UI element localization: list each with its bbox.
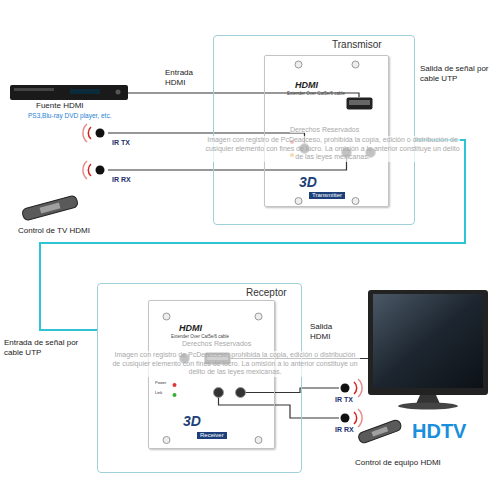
transmitter-plate-parts	[290, 61, 376, 205]
panel-heading: Receptor	[246, 287, 287, 299]
signal-name: IR TX	[112, 139, 130, 146]
utp-cable	[40, 140, 465, 330]
led-label: Link	[155, 391, 162, 396]
disc-tray	[14, 88, 54, 91]
remote-control	[357, 419, 402, 444]
jack	[214, 388, 224, 398]
watermark: Derechos Reservados	[182, 340, 251, 347]
model-banner: Transmitter	[309, 192, 345, 199]
player-button	[116, 90, 121, 95]
remote-keys	[371, 426, 388, 436]
hdmi-port	[347, 98, 373, 110]
plate-caption: Extender Over Cat5e/6 cable	[287, 91, 345, 96]
remote-control	[21, 195, 78, 221]
dvd-player	[10, 85, 128, 100]
ir-sensor	[341, 414, 350, 423]
ir-wave	[83, 124, 87, 142]
hdmi-port-inner	[349, 100, 370, 105]
receiver-plate-parts	[163, 313, 262, 444]
logo-3d: 3D	[299, 174, 317, 190]
remote-body	[21, 195, 78, 221]
tv-base	[398, 403, 458, 410]
ir-sensor	[96, 129, 105, 138]
ir-sensor	[96, 166, 105, 175]
signal-name: IR RX	[335, 426, 354, 433]
remote-keys	[40, 203, 61, 214]
ir-wave	[88, 127, 91, 139]
ir-wave	[88, 164, 91, 176]
led-label: Power	[155, 381, 166, 386]
device-label: Control de equipo HDMI	[355, 458, 441, 467]
logo-text: HDMI	[295, 80, 318, 90]
cable-label: Entrada de señal por cable UTP	[4, 338, 92, 358]
model-banner: Receiver	[197, 432, 227, 439]
device-label: Control de TV HDMI	[18, 226, 90, 235]
logo-3d: 3D	[183, 413, 201, 429]
device-label: Fuente HDMI	[36, 101, 84, 110]
watermark: Derechos Reservados	[290, 126, 359, 133]
screw	[163, 313, 170, 320]
screw	[255, 313, 262, 320]
watermark: Imagen con registro de PcDeacceso, prohi…	[205, 136, 460, 162]
signal-name: IR TX	[335, 396, 353, 403]
ir-wave	[358, 409, 362, 427]
led	[173, 383, 177, 387]
ir-sensors-tv	[341, 379, 363, 427]
ir-wave	[354, 382, 357, 394]
panel-heading: Transmisor	[332, 39, 382, 51]
screw	[295, 198, 302, 205]
ir-cable	[219, 398, 340, 419]
led	[173, 393, 177, 397]
remote-body	[357, 419, 402, 444]
port-label: Entrada HDMI	[165, 68, 213, 88]
tv-screen	[373, 294, 483, 388]
receiver-panel: ReceptorHDMIExtender Over Cat5e/6 cableP…	[97, 283, 302, 473]
player-body	[10, 85, 128, 100]
jack	[236, 388, 246, 398]
ir-wave	[354, 412, 357, 424]
device-note: PS3,Blu-ray DVD player, etc.	[28, 112, 111, 119]
hdtv-set	[368, 290, 488, 410]
player-display	[70, 89, 100, 94]
watermark: Imagen con registro de PcDeacceso, prohi…	[110, 351, 360, 377]
cable-label: Salida de señal por cable UTP	[420, 64, 498, 84]
tv-bezel	[368, 290, 488, 395]
screw	[163, 437, 170, 444]
ir-sensors-source	[83, 124, 105, 179]
plate-caption: Extender Over Cat5e/6 cable	[171, 334, 229, 339]
ir-wave	[83, 161, 87, 179]
screw	[352, 198, 359, 205]
ir-cable	[241, 388, 340, 393]
signal-name: IR RX	[112, 176, 131, 183]
ir-wave	[358, 379, 362, 397]
screw	[295, 61, 302, 68]
brand-text: HDTV	[412, 420, 466, 443]
screw	[352, 61, 359, 68]
logo-text: HDMI	[179, 323, 202, 333]
port-label: Salida HDMI	[310, 322, 354, 342]
ir-sensor	[341, 384, 350, 393]
screw	[255, 437, 262, 444]
